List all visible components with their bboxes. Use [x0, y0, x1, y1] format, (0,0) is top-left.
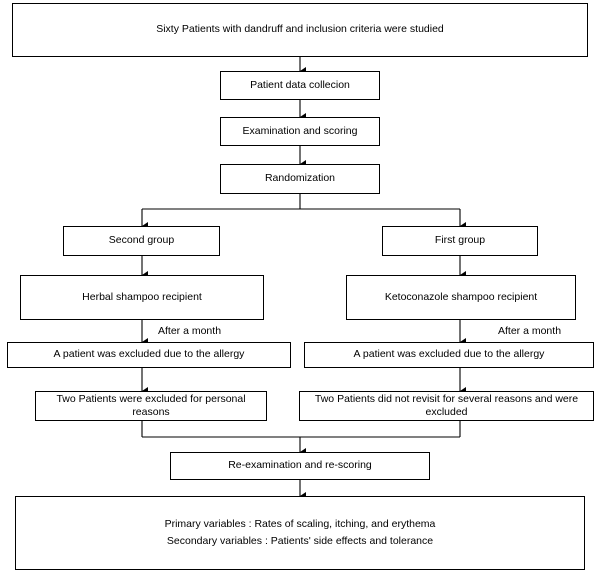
- node-top: Sixty Patients with dandruff and inclusi…: [12, 3, 588, 57]
- label-right-after-month: After a month: [498, 325, 562, 337]
- node-reexam: Re-examination and re-scoring: [170, 452, 430, 480]
- node-randomization: Randomization: [220, 164, 380, 194]
- node-exam-scoring: Examination and scoring: [220, 117, 380, 146]
- outcome-secondary: Secondary variables : Patients' side eff…: [166, 534, 434, 547]
- node-data-collection: Patient data collecion: [220, 71, 380, 100]
- node-right-revisit: Two Patients did not revisit for several…: [299, 391, 594, 421]
- node-outcomes: Primary variables : Rates of scaling, it…: [15, 496, 585, 570]
- node-herbal: Herbal shampoo recipient: [20, 275, 264, 320]
- label-left-after-month: After a month: [158, 325, 222, 337]
- node-left-personal: Two Patients were excluded for personal …: [35, 391, 267, 421]
- node-second-group: Second group: [63, 226, 220, 256]
- node-first-group: First group: [382, 226, 538, 256]
- node-left-allergy: A patient was excluded due to the allerg…: [7, 342, 291, 368]
- outcome-primary: Primary variables : Rates of scaling, it…: [164, 518, 436, 531]
- node-right-allergy: A patient was excluded due to the allerg…: [304, 342, 594, 368]
- node-keto: Ketoconazole shampoo recipient: [346, 275, 576, 320]
